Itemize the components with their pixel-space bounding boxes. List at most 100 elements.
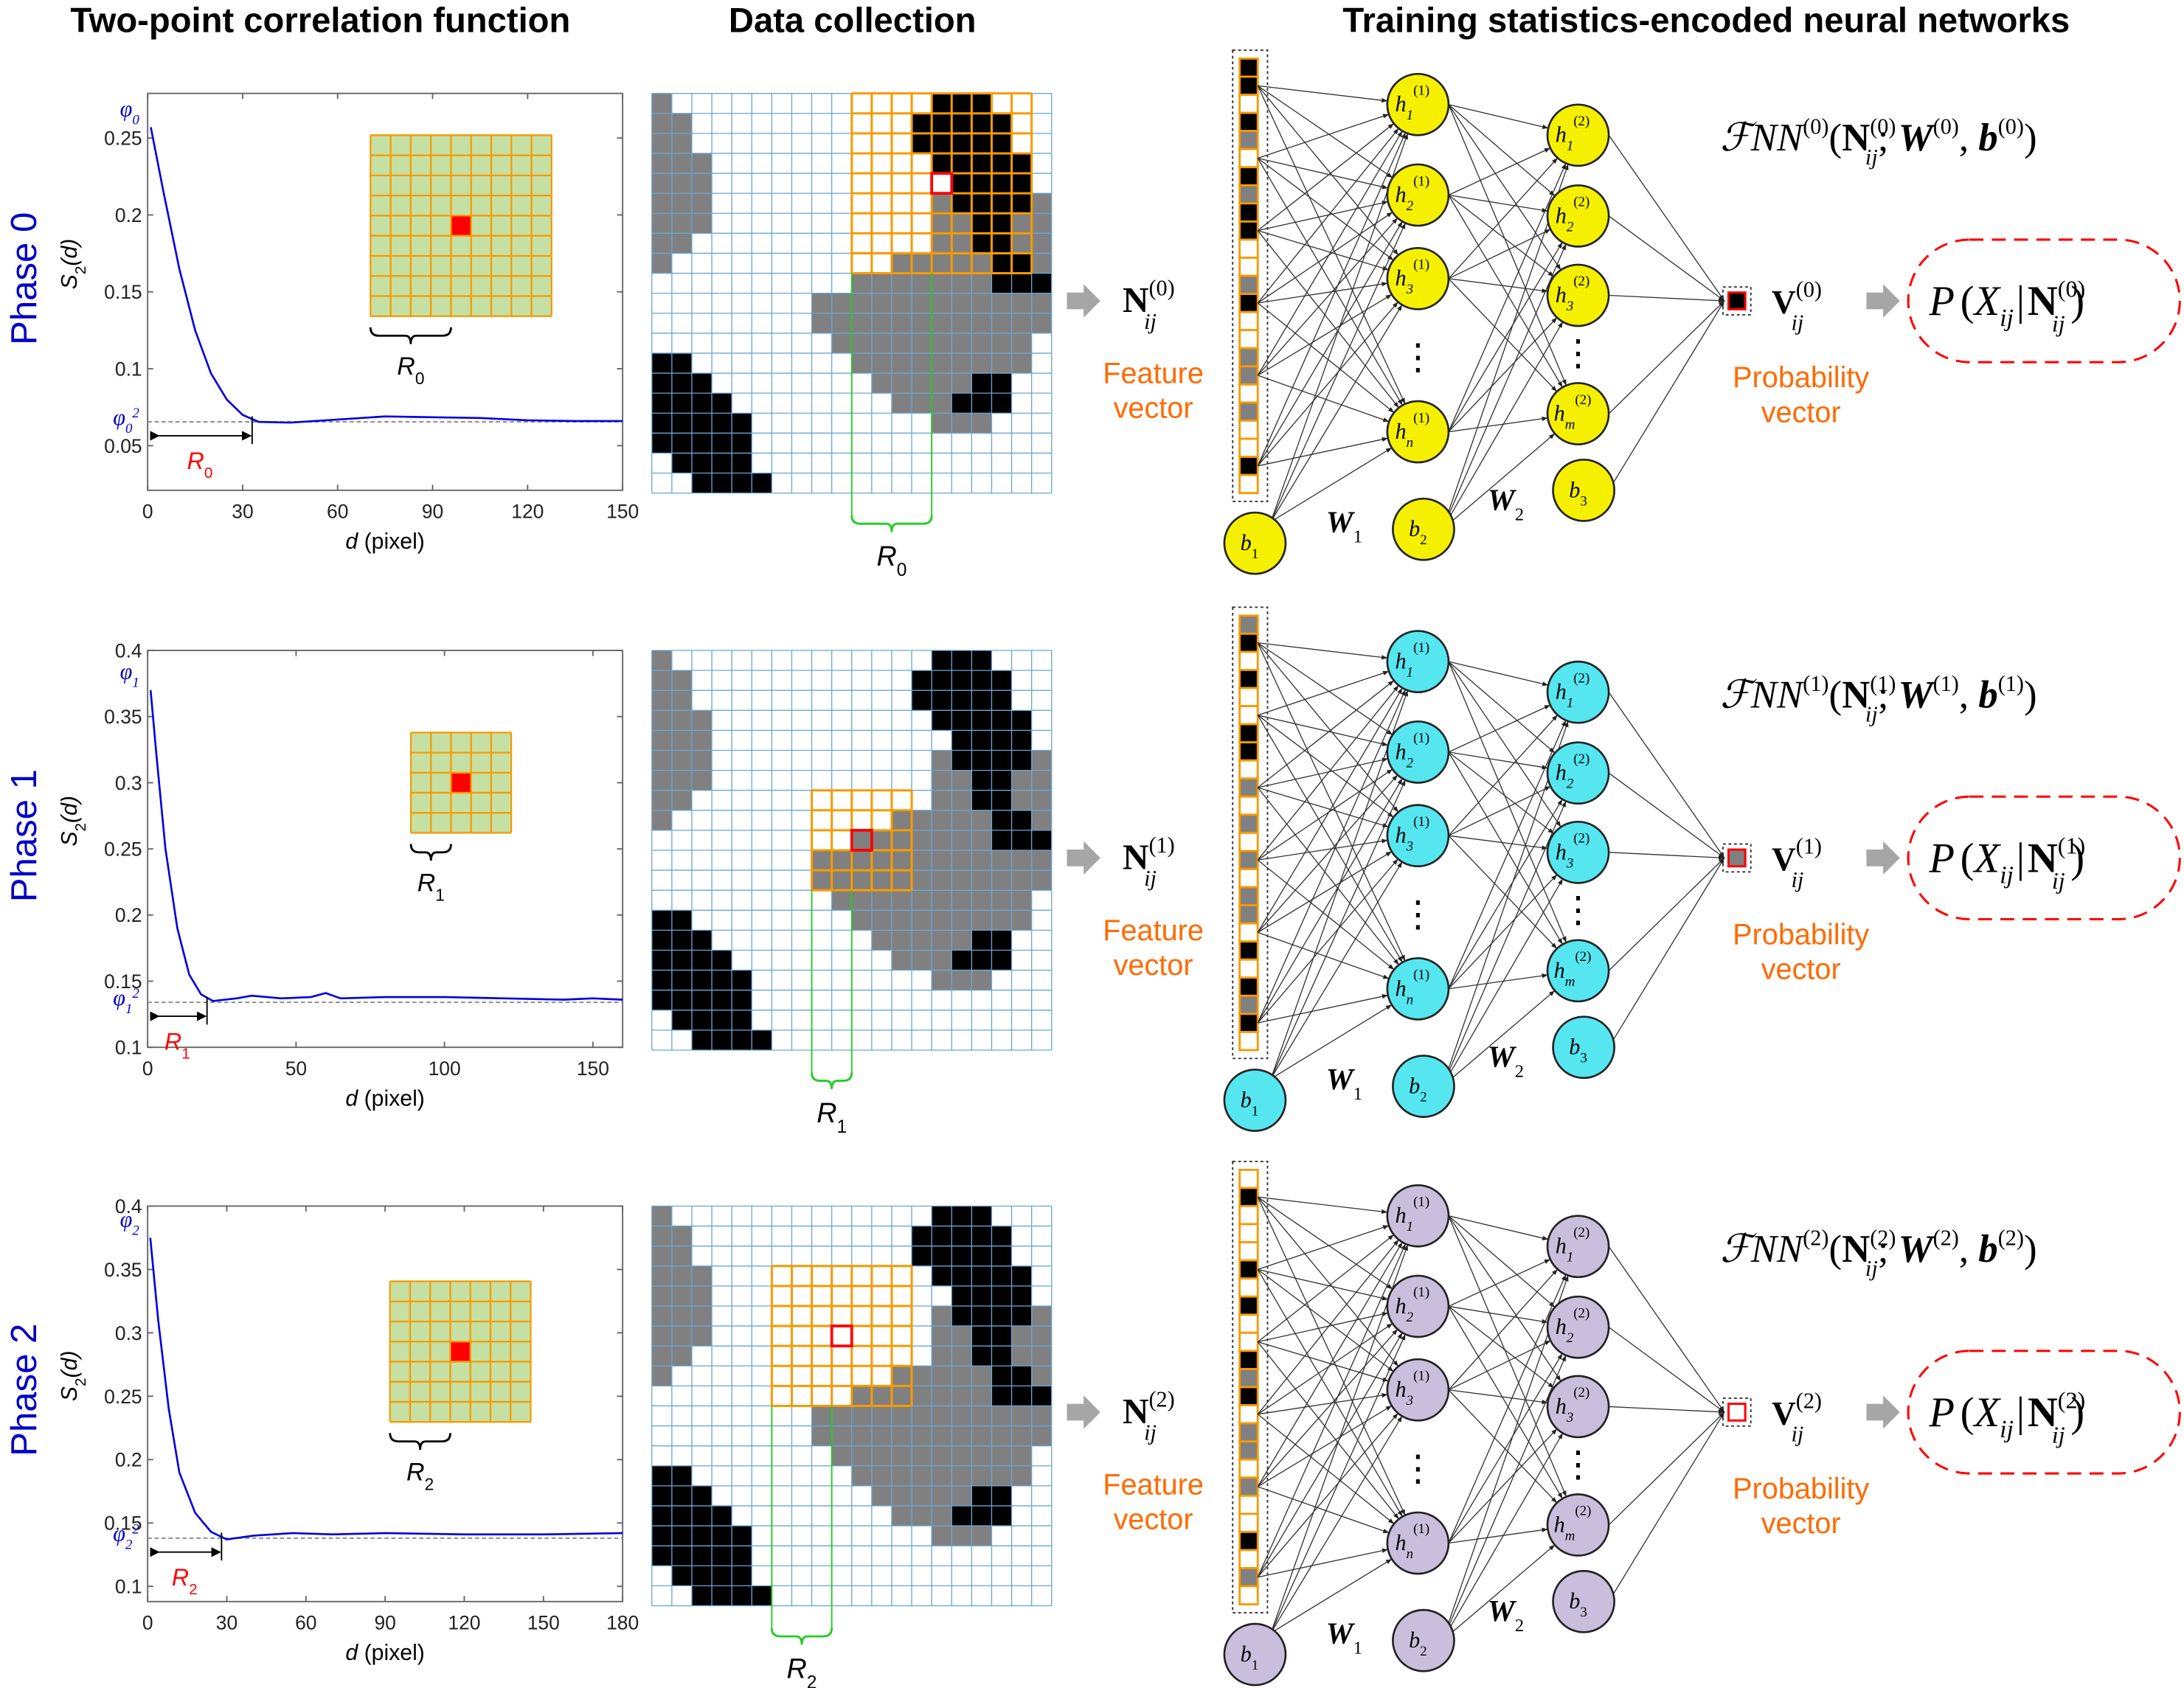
text-part: b: [1569, 477, 1580, 502]
black-cell: [712, 970, 732, 990]
window-cell: [851, 1305, 872, 1327]
text-part: 3: [1566, 855, 1573, 871]
gray-cell: [871, 870, 892, 891]
black-cell: [912, 1226, 932, 1246]
gray-cell: [971, 830, 992, 850]
hidden-layer1-circle: [1386, 246, 1450, 310]
bias-node: b2: [1392, 497, 1455, 561]
text-part: (2): [1998, 1225, 2024, 1250]
x-tick-label: 90: [422, 501, 443, 523]
title-data-collection: Data collection: [729, 1, 977, 41]
hidden-layer2-circle: [1546, 820, 1610, 884]
text-part: X: [1972, 279, 2001, 324]
black-cell: [971, 1206, 992, 1226]
feature-vector-cell: [1238, 669, 1259, 690]
weight-edge: [1258, 282, 1388, 304]
gray-cell: [971, 253, 992, 274]
weight-edge: [1448, 1305, 1548, 1324]
gray-cell: [932, 373, 952, 394]
weight-edge: [1448, 835, 1558, 949]
window-cell: [831, 1326, 852, 1347]
x-tick-label: 60: [295, 1612, 316, 1634]
black-cell: [951, 173, 972, 194]
window-cell: [871, 1305, 892, 1327]
gray-cell: [932, 870, 952, 891]
text-part: (: [1961, 279, 1975, 324]
gray-cell: [651, 113, 672, 133]
weight-edge: [1448, 661, 1561, 827]
text-part: (2): [2058, 1386, 2085, 1413]
black-cell: [971, 113, 992, 133]
y-tick-label: 0.15: [104, 1512, 142, 1535]
ellipsis-layer2: ⋮: [1560, 1444, 1596, 1484]
gray-cell: [971, 1366, 992, 1386]
text-part: b: [1241, 1087, 1252, 1112]
weight-edge: [1258, 838, 1388, 861]
text-part: 1: [1567, 695, 1573, 711]
gray-cell: [891, 253, 912, 274]
text-part: W: [1326, 1062, 1356, 1096]
probability-vector-symbol: V(0)ij: [1772, 277, 1822, 335]
gray-cell: [891, 393, 912, 414]
gray-cell: [1011, 1465, 1032, 1486]
weight-edge: [1257, 1323, 1393, 1415]
black-cell: [691, 1029, 713, 1050]
gray-cell: [971, 352, 992, 374]
weight-edge: [1448, 1305, 1555, 1389]
black-cell: [991, 1485, 1012, 1506]
gray-cell: [831, 890, 852, 911]
text-part: (: [1961, 1390, 1975, 1436]
text-part: (1): [2058, 833, 2085, 859]
window-cell: [871, 1366, 892, 1386]
gray-cell: [951, 1425, 972, 1446]
gray-cell: [912, 910, 932, 931]
gray-cell: [671, 750, 692, 771]
text-part: (1): [1413, 731, 1429, 746]
hidden-layer1-node: hn(1): [1386, 400, 1450, 464]
window-cell: [811, 810, 832, 830]
weight-edge: [1270, 223, 1406, 522]
gray-cell: [851, 830, 872, 850]
black-cell: [951, 670, 972, 691]
text-part: φ: [120, 96, 133, 121]
gray-cell: [671, 113, 692, 133]
gray-cell: [912, 1485, 932, 1506]
black-cell: [651, 1526, 672, 1546]
black-cell: [651, 373, 672, 394]
s2-curve: [150, 127, 623, 424]
gray-cell: [831, 1406, 852, 1426]
gray-cell: [891, 293, 912, 313]
text-part: b: [1978, 117, 1997, 159]
gray-cell: [912, 1425, 932, 1446]
feature-label: vector: [1114, 949, 1193, 982]
gray-cell: [831, 293, 852, 313]
gray-cell: [951, 273, 972, 294]
window-cell: [871, 1265, 892, 1286]
gray-cell: [671, 233, 692, 254]
black-cell: [671, 1566, 692, 1586]
s2-curve: [149, 690, 623, 1002]
window-cell: [891, 1285, 912, 1306]
gray-cell: [851, 313, 872, 333]
feature-vector-cell: [1238, 58, 1259, 78]
x-tick-label: 60: [327, 501, 348, 523]
gray-cell: [851, 910, 872, 931]
text-part: h: [1396, 1530, 1407, 1555]
black-cell: [671, 950, 692, 970]
gray-cell: [932, 830, 952, 850]
text-part: h: [1554, 1512, 1565, 1537]
weight-edge: [1270, 1244, 1409, 1633]
hidden-layer2-circle: [1546, 1375, 1610, 1439]
gray-cell: [891, 373, 912, 394]
gray-cell: [651, 1206, 672, 1226]
gray-cell: [651, 153, 672, 174]
text-part: 0: [132, 112, 139, 128]
black-cell: [691, 453, 713, 473]
text-part: ij: [1791, 1422, 1803, 1447]
black-cell: [991, 730, 1012, 751]
hidden-layer1-node: h3(1): [1386, 1358, 1450, 1422]
black-cell: [1011, 1366, 1032, 1386]
black-cell: [932, 113, 952, 133]
weight-edge: [1448, 720, 1567, 990]
hidden-layer1-label: hn(1): [1396, 410, 1430, 450]
